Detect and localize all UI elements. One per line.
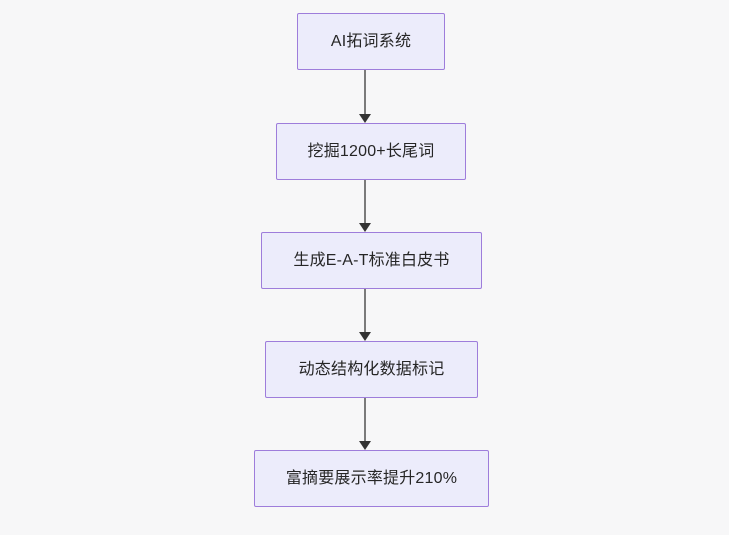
arrowhead-icon bbox=[359, 223, 371, 232]
flowchart-node-n1[interactable]: AI拓词系统 bbox=[297, 13, 445, 70]
node-label: 富摘要展示率提升210% bbox=[285, 469, 458, 487]
flowchart-edge-e4 bbox=[355, 398, 375, 450]
flowchart-node-n4[interactable]: 动态结构化数据标记 bbox=[265, 341, 478, 398]
node-label: 动态结构化数据标记 bbox=[298, 360, 445, 378]
node-label: 生成E-A-T标准白皮书 bbox=[293, 251, 450, 269]
arrowhead-icon bbox=[359, 441, 371, 450]
flowchart-edge-e2 bbox=[355, 180, 375, 232]
edge-line bbox=[364, 70, 366, 115]
edge-line bbox=[364, 398, 366, 442]
node-label: 挖掘1200+长尾词 bbox=[307, 142, 435, 160]
flowchart-node-n2[interactable]: 挖掘1200+长尾词 bbox=[276, 123, 466, 180]
flowchart-edge-e3 bbox=[355, 289, 375, 341]
flowchart-node-n3[interactable]: 生成E-A-T标准白皮书 bbox=[261, 232, 482, 289]
edge-line bbox=[364, 289, 366, 333]
flowchart-node-n5[interactable]: 富摘要展示率提升210% bbox=[254, 450, 489, 507]
arrowhead-icon bbox=[359, 114, 371, 123]
arrowhead-icon bbox=[359, 332, 371, 341]
edge-line bbox=[364, 180, 366, 224]
node-label: AI拓词系统 bbox=[330, 32, 412, 50]
flowchart-edge-e1 bbox=[355, 70, 375, 123]
